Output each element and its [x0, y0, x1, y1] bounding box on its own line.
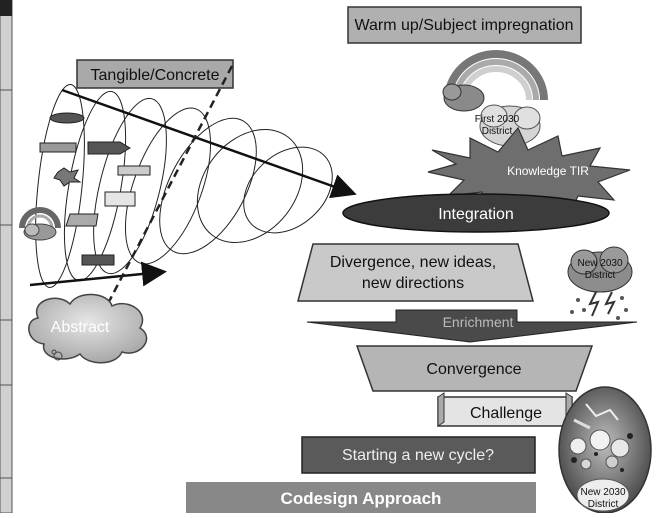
- divergence-trapezoid: Divergence, new ideas, new directions: [297, 243, 534, 302]
- orb-district-line2: District: [588, 499, 619, 510]
- upper-funnel-arrow: [61, 88, 357, 199]
- lower-funnel-arrow: [29, 261, 167, 287]
- tangible-concrete-box: Tangible/Concrete: [76, 59, 234, 89]
- gauge-cloud-icon: [19, 207, 61, 241]
- knowledge-starburst: Knowledge TIR: [427, 126, 631, 219]
- challenge-scroll: Challenge: [437, 392, 573, 427]
- enrichment-arrow: Enrichment: [306, 309, 638, 343]
- knowledge-label: Knowledge TIR: [507, 164, 589, 178]
- spiral-shapes: [39, 112, 151, 266]
- divergence-line2: new directions: [362, 275, 464, 292]
- new-district-line2: District: [585, 270, 616, 281]
- warmup-box: Warm up/Subject impregnation: [347, 6, 582, 44]
- warmup-label: Warm up/Subject impregnation: [354, 17, 573, 34]
- abstract-label: Abstract: [51, 319, 110, 336]
- starting-cycle-label: Starting a new cycle?: [342, 447, 494, 464]
- first-district-line1: First 2030: [475, 114, 520, 125]
- challenge-label: Challenge: [470, 405, 542, 422]
- integration-ellipse: Integration: [342, 193, 610, 233]
- convergence-trapezoid: Convergence: [355, 345, 594, 392]
- left-edge-strip: [0, 0, 13, 514]
- tangible-label: Tangible/Concrete: [91, 67, 220, 84]
- codesign-banner: Codesign Approach: [186, 482, 536, 513]
- new-district-line1: New 2030: [577, 258, 622, 269]
- integration-label: Integration: [438, 206, 514, 223]
- starting-cycle-box: Starting a new cycle?: [301, 436, 536, 474]
- enrichment-label: Enrichment: [443, 314, 514, 330]
- abstract-cloud: Abstract: [28, 293, 148, 364]
- orb-district-line1: New 2030: [580, 487, 625, 498]
- district-orb-icon: New 2030 District: [558, 386, 652, 514]
- first-district-line2: District: [482, 126, 513, 137]
- codesign-label: Codesign Approach: [281, 489, 442, 508]
- divergence-line1: Divergence, new ideas,: [330, 254, 496, 271]
- convergence-label: Convergence: [426, 361, 521, 378]
- rainbow-district-icon: First 2030 District: [442, 50, 548, 147]
- storm-cloud-district-icon: New 2030 District: [567, 246, 633, 320]
